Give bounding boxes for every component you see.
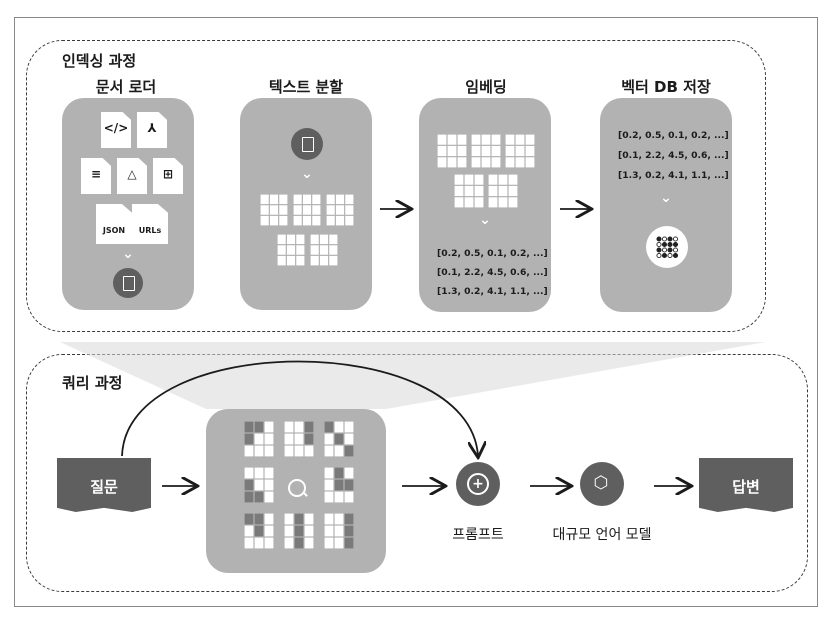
vector-db-dots bbox=[656, 236, 679, 259]
answer-box: 답변 bbox=[699, 458, 793, 512]
chunk-tile bbox=[277, 234, 305, 266]
vector-db-dot bbox=[667, 247, 673, 253]
chunk-tile bbox=[284, 421, 314, 457]
chunk-tile bbox=[324, 513, 354, 549]
vector-db-dot bbox=[667, 236, 673, 242]
chevron-down-icon: ⌄ bbox=[660, 190, 672, 206]
chunk-tile bbox=[260, 194, 288, 226]
question-box: 질문 bbox=[57, 458, 151, 512]
store-title: 벡터 DB 저장 bbox=[621, 78, 711, 96]
embed-chunk-grid bbox=[437, 134, 535, 208]
prompt-label: 프롬프트 bbox=[452, 527, 504, 543]
search-icon bbox=[288, 479, 306, 497]
chunk-tile bbox=[324, 467, 354, 503]
embed-panel: ⌄ [0.2, 0.5, 0.1, 0.2, ...] [0.1, 2.2, 4… bbox=[419, 98, 551, 312]
chunk-tile bbox=[324, 421, 354, 457]
vector-db-icon bbox=[646, 226, 688, 268]
cube-icon: ⬡ bbox=[580, 462, 624, 506]
chat-plus-icon: + bbox=[456, 462, 500, 506]
vector-db-dot bbox=[661, 241, 668, 248]
projection-cone bbox=[60, 342, 766, 409]
vector-db-dot bbox=[672, 241, 679, 248]
table-icon: ⊞ bbox=[153, 158, 183, 194]
retrieval-chunk-grid bbox=[244, 421, 354, 549]
document-icon bbox=[113, 268, 143, 298]
vector-db-dot bbox=[656, 252, 662, 259]
text-lines-icon: ≡ bbox=[81, 158, 111, 194]
store-vector-1: [0.2, 0.5, 0.1, 0.2, ...] bbox=[618, 130, 729, 141]
chunk-tile bbox=[244, 467, 274, 503]
question-label: 질문 bbox=[90, 478, 118, 496]
chunk-tile bbox=[284, 513, 314, 549]
chunk-tile bbox=[437, 134, 467, 168]
arrow-question-prompt bbox=[121, 360, 478, 457]
json-tag: JSON bbox=[102, 226, 126, 235]
vector-db-dot bbox=[656, 236, 662, 242]
chunk-grid bbox=[260, 194, 354, 266]
chunk-tile bbox=[505, 134, 535, 168]
chunk-tile bbox=[471, 134, 501, 168]
indexing-section bbox=[26, 40, 766, 332]
store-vector-2: [0.1, 2.2, 4.5, 0.6, ...] bbox=[618, 150, 729, 161]
chunk-tile bbox=[244, 421, 274, 457]
loader-title: 문서 로더 bbox=[95, 78, 157, 96]
vector-db-dot bbox=[656, 247, 662, 253]
answer-label: 답변 bbox=[732, 478, 760, 496]
vector-db-dot bbox=[667, 252, 673, 259]
chunk-tile bbox=[488, 174, 518, 208]
chunk-tile bbox=[244, 513, 274, 549]
json-file-icon: JSON bbox=[96, 204, 132, 244]
embed-vector-3: [1.3, 0.2, 4.1, 1.1, ...] bbox=[437, 286, 548, 297]
chunk-tile bbox=[293, 194, 321, 226]
query-title: 쿼리 과정 bbox=[62, 374, 123, 392]
chevron-down-icon: ⌄ bbox=[479, 212, 491, 228]
indexing-title: 인덱싱 과정 bbox=[62, 52, 137, 70]
code-icon: </> bbox=[101, 112, 131, 148]
vector-db-dot bbox=[661, 236, 668, 242]
chevron-down-icon: ⌄ bbox=[122, 246, 134, 262]
diagram-frame bbox=[14, 17, 818, 607]
embed-title: 임베딩 bbox=[465, 78, 507, 96]
vector-db-dot bbox=[661, 252, 668, 259]
urls-file-icon: URLs bbox=[132, 204, 168, 244]
retrieval-panel bbox=[206, 409, 386, 573]
store-panel: [0.2, 0.5, 0.1, 0.2, ...] [0.1, 2.2, 4.5… bbox=[600, 98, 732, 312]
pdf-icon: ⅄ bbox=[137, 112, 167, 148]
split-panel: ⌄ bbox=[240, 98, 372, 310]
chunk-tile bbox=[454, 174, 484, 208]
loader-panel: </> ⅄ ≡ △ ⊞ JSON URLs ⌄ bbox=[62, 98, 194, 310]
store-vector-3: [1.3, 0.2, 4.1, 1.1, ...] bbox=[618, 170, 729, 181]
vector-db-dot bbox=[672, 236, 679, 242]
chevron-down-icon: ⌄ bbox=[301, 166, 313, 182]
vector-db-dot bbox=[672, 252, 679, 259]
embed-vector-1: [0.2, 0.5, 0.1, 0.2, ...] bbox=[437, 248, 548, 259]
chunk-tile bbox=[310, 234, 338, 266]
vector-db-dot bbox=[661, 247, 668, 253]
llm-label: 대규모 언어 모델 bbox=[552, 527, 652, 543]
document-icon bbox=[291, 128, 323, 160]
vector-db-dot bbox=[656, 241, 662, 248]
vector-db-dot bbox=[667, 241, 673, 248]
chunk-tile bbox=[326, 194, 354, 226]
split-title: 텍스트 분할 bbox=[268, 78, 344, 96]
image-icon: △ bbox=[117, 158, 147, 194]
urls-tag: URLs bbox=[138, 226, 162, 235]
embed-vector-2: [0.1, 2.2, 4.5, 0.6, ...] bbox=[437, 267, 548, 278]
vector-db-dot bbox=[672, 247, 679, 253]
